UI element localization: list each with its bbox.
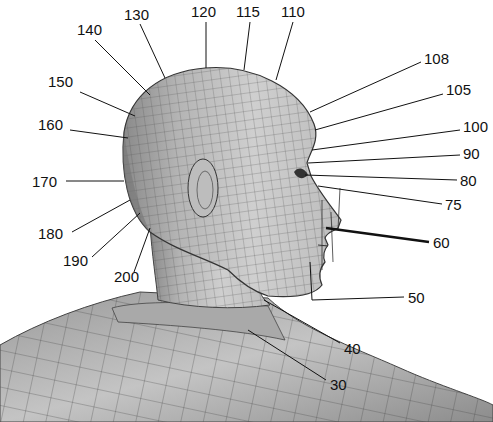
callout-number: 105 <box>446 81 471 98</box>
callout-number: 150 <box>48 73 73 90</box>
callout-number: 140 <box>77 21 102 38</box>
callout-number: 120 <box>191 3 216 20</box>
callout-number: 50 <box>408 289 425 306</box>
callout-number: 108 <box>424 50 449 67</box>
callout-number: 160 <box>38 116 63 133</box>
callout-number: 60 <box>433 234 450 251</box>
callout-number: 80 <box>460 172 477 189</box>
callout-number: 90 <box>463 145 480 162</box>
callout-number: 110 <box>281 3 305 20</box>
callout-number: 30 <box>330 376 347 393</box>
callout-number: 200 <box>114 268 139 285</box>
callout-number: 100 <box>463 118 488 135</box>
callout-number: 40 <box>344 340 361 357</box>
callout-number: 170 <box>32 173 57 190</box>
callout-number: 115 <box>236 3 260 20</box>
callout-number: 130 <box>124 6 149 23</box>
leader-line-bold <box>326 228 429 242</box>
callout-number: 190 <box>63 252 88 269</box>
callout-number: 75 <box>445 196 462 213</box>
callout-number: 180 <box>38 225 63 242</box>
leader-lines <box>66 22 460 380</box>
